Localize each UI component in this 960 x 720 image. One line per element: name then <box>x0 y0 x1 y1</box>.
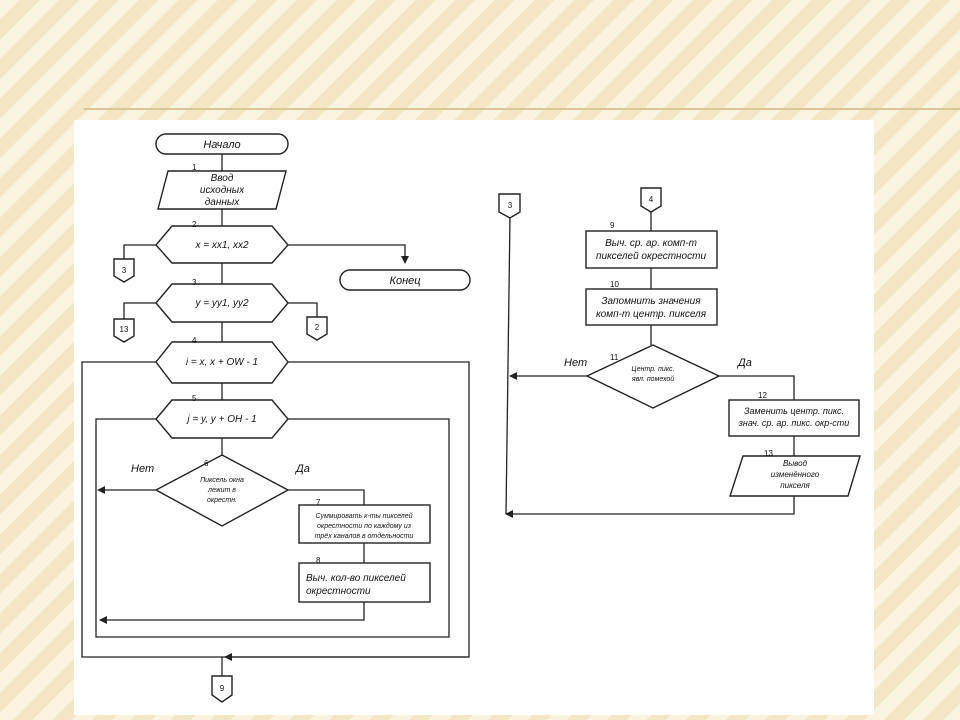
process-block-9 <box>585 230 718 269</box>
line-b2-to-end <box>288 244 409 264</box>
line-b3-to-conn13 <box>123 302 156 319</box>
block-number-8: 8 <box>316 556 321 565</box>
block-8-line-1: Выч. кол-во пикселей <box>306 573 406 584</box>
block-number-12: 12 <box>758 391 767 400</box>
loop-block-5 <box>155 399 289 439</box>
output-block-13 <box>729 455 861 497</box>
process-block-8 <box>298 562 431 603</box>
yes-label-left: Да <box>294 463 310 475</box>
flowchart-diagram: Начало Конец 1 2 3 4 5 6 7 8 9 10 11 12 … <box>81 133 861 703</box>
connector-3-right-label: 3 <box>508 201 513 210</box>
block-4-text: i = x, x + OW - 1 <box>186 357 258 368</box>
yes-label-right: Да <box>736 357 752 369</box>
process-block-10 <box>585 288 718 326</box>
loop-block-2 <box>155 225 289 264</box>
connector-4 <box>640 187 662 213</box>
line-b11-yes <box>719 375 795 400</box>
line-b8-back <box>99 602 365 624</box>
start-label: Начало <box>203 139 240 151</box>
connector-2 <box>306 316 328 341</box>
loop-block-3 <box>155 283 289 323</box>
line-b13-back <box>505 496 795 518</box>
line-b3-to-conn2 <box>288 302 318 317</box>
no-label-left: Нет <box>131 463 154 475</box>
block-1-line-2: исходных <box>200 185 245 196</box>
block-7-line-2: окрестности по каждому из <box>317 522 412 530</box>
block-number-9: 9 <box>610 221 615 230</box>
block-7-line-1: Суммировать к-ты пикселей <box>315 512 412 520</box>
connector-3-left <box>113 258 135 283</box>
connector-13 <box>113 318 135 343</box>
connector-9-label: 9 <box>220 684 225 693</box>
block-9-line-2: пикселей окрестности <box>596 251 706 262</box>
block-12-line-1: Заменить центр. пикс. <box>744 406 844 416</box>
block-6-line-2: лежит в <box>207 487 236 494</box>
process-block-7 <box>298 504 431 544</box>
no-label-right: Нет <box>564 357 587 369</box>
block-5-text: j = y, y + OH - 1 <box>185 414 256 425</box>
start-terminal <box>155 133 289 155</box>
end-label: Конец <box>389 275 420 287</box>
block-number-4: 4 <box>192 336 197 345</box>
block-number-1: 1 <box>192 163 197 172</box>
connector-4-label: 4 <box>649 195 654 204</box>
block-1-line-3: данных <box>205 197 240 208</box>
title-rule <box>84 108 960 110</box>
block-number-10: 10 <box>610 280 619 289</box>
process-block-12 <box>728 399 860 437</box>
block-7-line-3: трёх каналов в отдельности <box>315 532 414 540</box>
input-block-1 <box>157 170 287 210</box>
block-number-2: 2 <box>192 220 197 229</box>
line-conn3-down <box>505 215 511 515</box>
block-6-line-3: окрестн. <box>207 497 237 504</box>
connector-3-right <box>498 193 521 219</box>
block-11-line-2: явл. помехой <box>631 375 674 383</box>
block-12-line-2: знач. ср. ар. пикс. окр-сти <box>738 418 850 428</box>
block-3-text: y = yy1, yy2 <box>194 298 249 309</box>
connector-13-label: 13 <box>120 325 129 334</box>
block-number-13: 13 <box>764 449 773 458</box>
block-9-line-1: Выч. ср. ар. комп-т <box>605 238 697 249</box>
block-8-line-2: окрестности <box>306 586 371 597</box>
block-number-3: 3 <box>192 278 197 287</box>
block-10-line-1: Запомнить значения <box>601 296 701 307</box>
line-b6-yes <box>288 489 365 505</box>
block-13-line-3: пикселя <box>780 481 810 490</box>
connector-9 <box>211 675 233 703</box>
loop-block-4 <box>155 341 289 384</box>
block-1-line-1: Ввод <box>211 173 234 184</box>
block-number-5: 5 <box>192 394 197 403</box>
block-10-line-2: комп-т центр. пикселя <box>596 309 707 320</box>
connector-2-label: 2 <box>315 323 320 332</box>
block-number-7: 7 <box>316 498 321 507</box>
block-6-line-1: Пиксель окна <box>200 477 244 484</box>
end-terminal <box>339 269 471 291</box>
block-13-line-1: Вывод <box>783 459 808 468</box>
block-number-6: 6 <box>204 459 209 468</box>
decision-block-6 <box>154 454 290 527</box>
decision-block-11 <box>585 344 721 409</box>
block-number-11: 11 <box>610 353 619 362</box>
flowchart-slide: Начало Конец 1 2 3 4 5 6 7 8 9 10 11 12 … <box>74 120 874 715</box>
connector-3-left-label: 3 <box>122 266 127 275</box>
block-2-text: x = xx1, xx2 <box>194 240 249 251</box>
block-13-line-2: изменённого <box>771 470 820 479</box>
loop-j <box>95 418 450 638</box>
block-11-line-1: Центр. пикс. <box>632 366 675 373</box>
line-b2-to-conn3 <box>123 244 156 259</box>
